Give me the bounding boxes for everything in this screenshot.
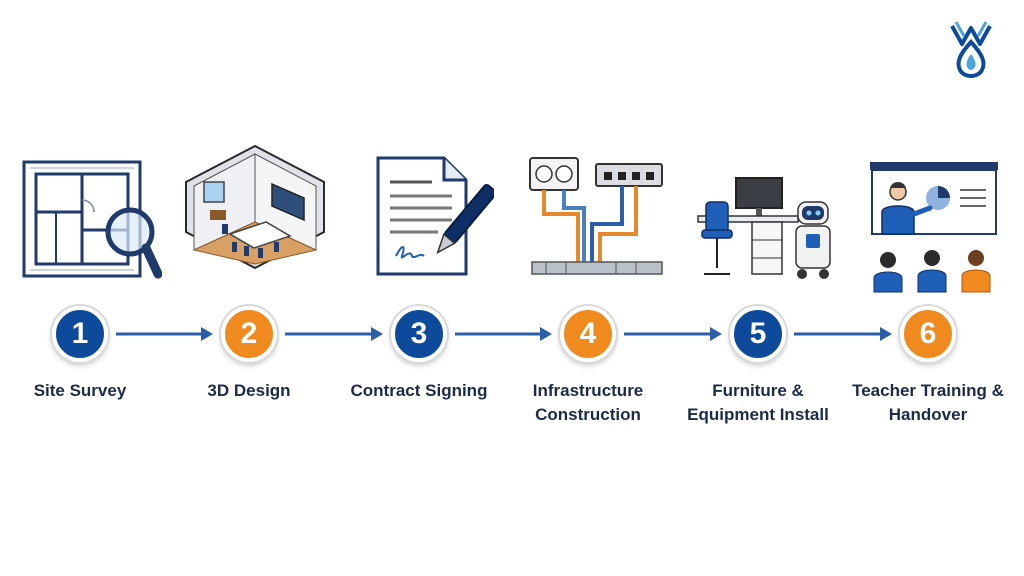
step-label-line: 3D Design (207, 381, 291, 400)
step-number: 3 (410, 317, 428, 350)
step-number: 4 (579, 317, 597, 350)
step-label-line: Construction (535, 405, 641, 424)
step-1-label: Site Survey (0, 379, 165, 403)
flow-arrow-icon (116, 327, 213, 341)
step-5-circle: 5 (730, 306, 786, 362)
step-1-circle: 1 (52, 306, 108, 362)
step-2-label: 3D Design (164, 379, 334, 403)
desk-robot-icon (697, 177, 831, 279)
step-label-line: Infrastructure (532, 381, 644, 400)
step-6-label: Teacher Training & Handover (843, 379, 1013, 427)
step-2-circle: 2 (221, 306, 277, 362)
flow-arrow-icon (455, 327, 552, 341)
step-label-line: Teacher Training & (852, 381, 1004, 400)
step-4-circle: 4 (560, 306, 616, 362)
floorplan-magnifier-icon (22, 160, 162, 279)
contract-pen-icon (376, 156, 494, 276)
flow-arrow-icon (285, 327, 383, 341)
step-number: 6 (919, 317, 937, 350)
step-label-line: Furniture & (712, 381, 804, 400)
step-number: 1 (71, 317, 89, 350)
cabling-network-icon (529, 157, 663, 275)
step-3-circle: 3 (391, 306, 447, 362)
step-number: 2 (240, 317, 258, 350)
presentation-classroom-icon (870, 162, 998, 293)
step-label-line: Equipment Install (687, 405, 829, 424)
brand-logo-icon (950, 21, 992, 78)
step-label-line: Handover (888, 405, 968, 424)
flow-arrow-icon (794, 327, 892, 341)
3d-room-icon (185, 144, 325, 270)
step-number: 5 (749, 317, 767, 350)
step-label-line: Contract Signing (350, 381, 488, 400)
step-3-label: Contract Signing (334, 379, 504, 403)
step-5-label: Furniture & Equipment Install (673, 379, 843, 427)
flow-arrow-icon (624, 327, 722, 341)
step-6-circle: 6 (900, 306, 956, 362)
step-label-line: Site Survey (33, 381, 127, 400)
